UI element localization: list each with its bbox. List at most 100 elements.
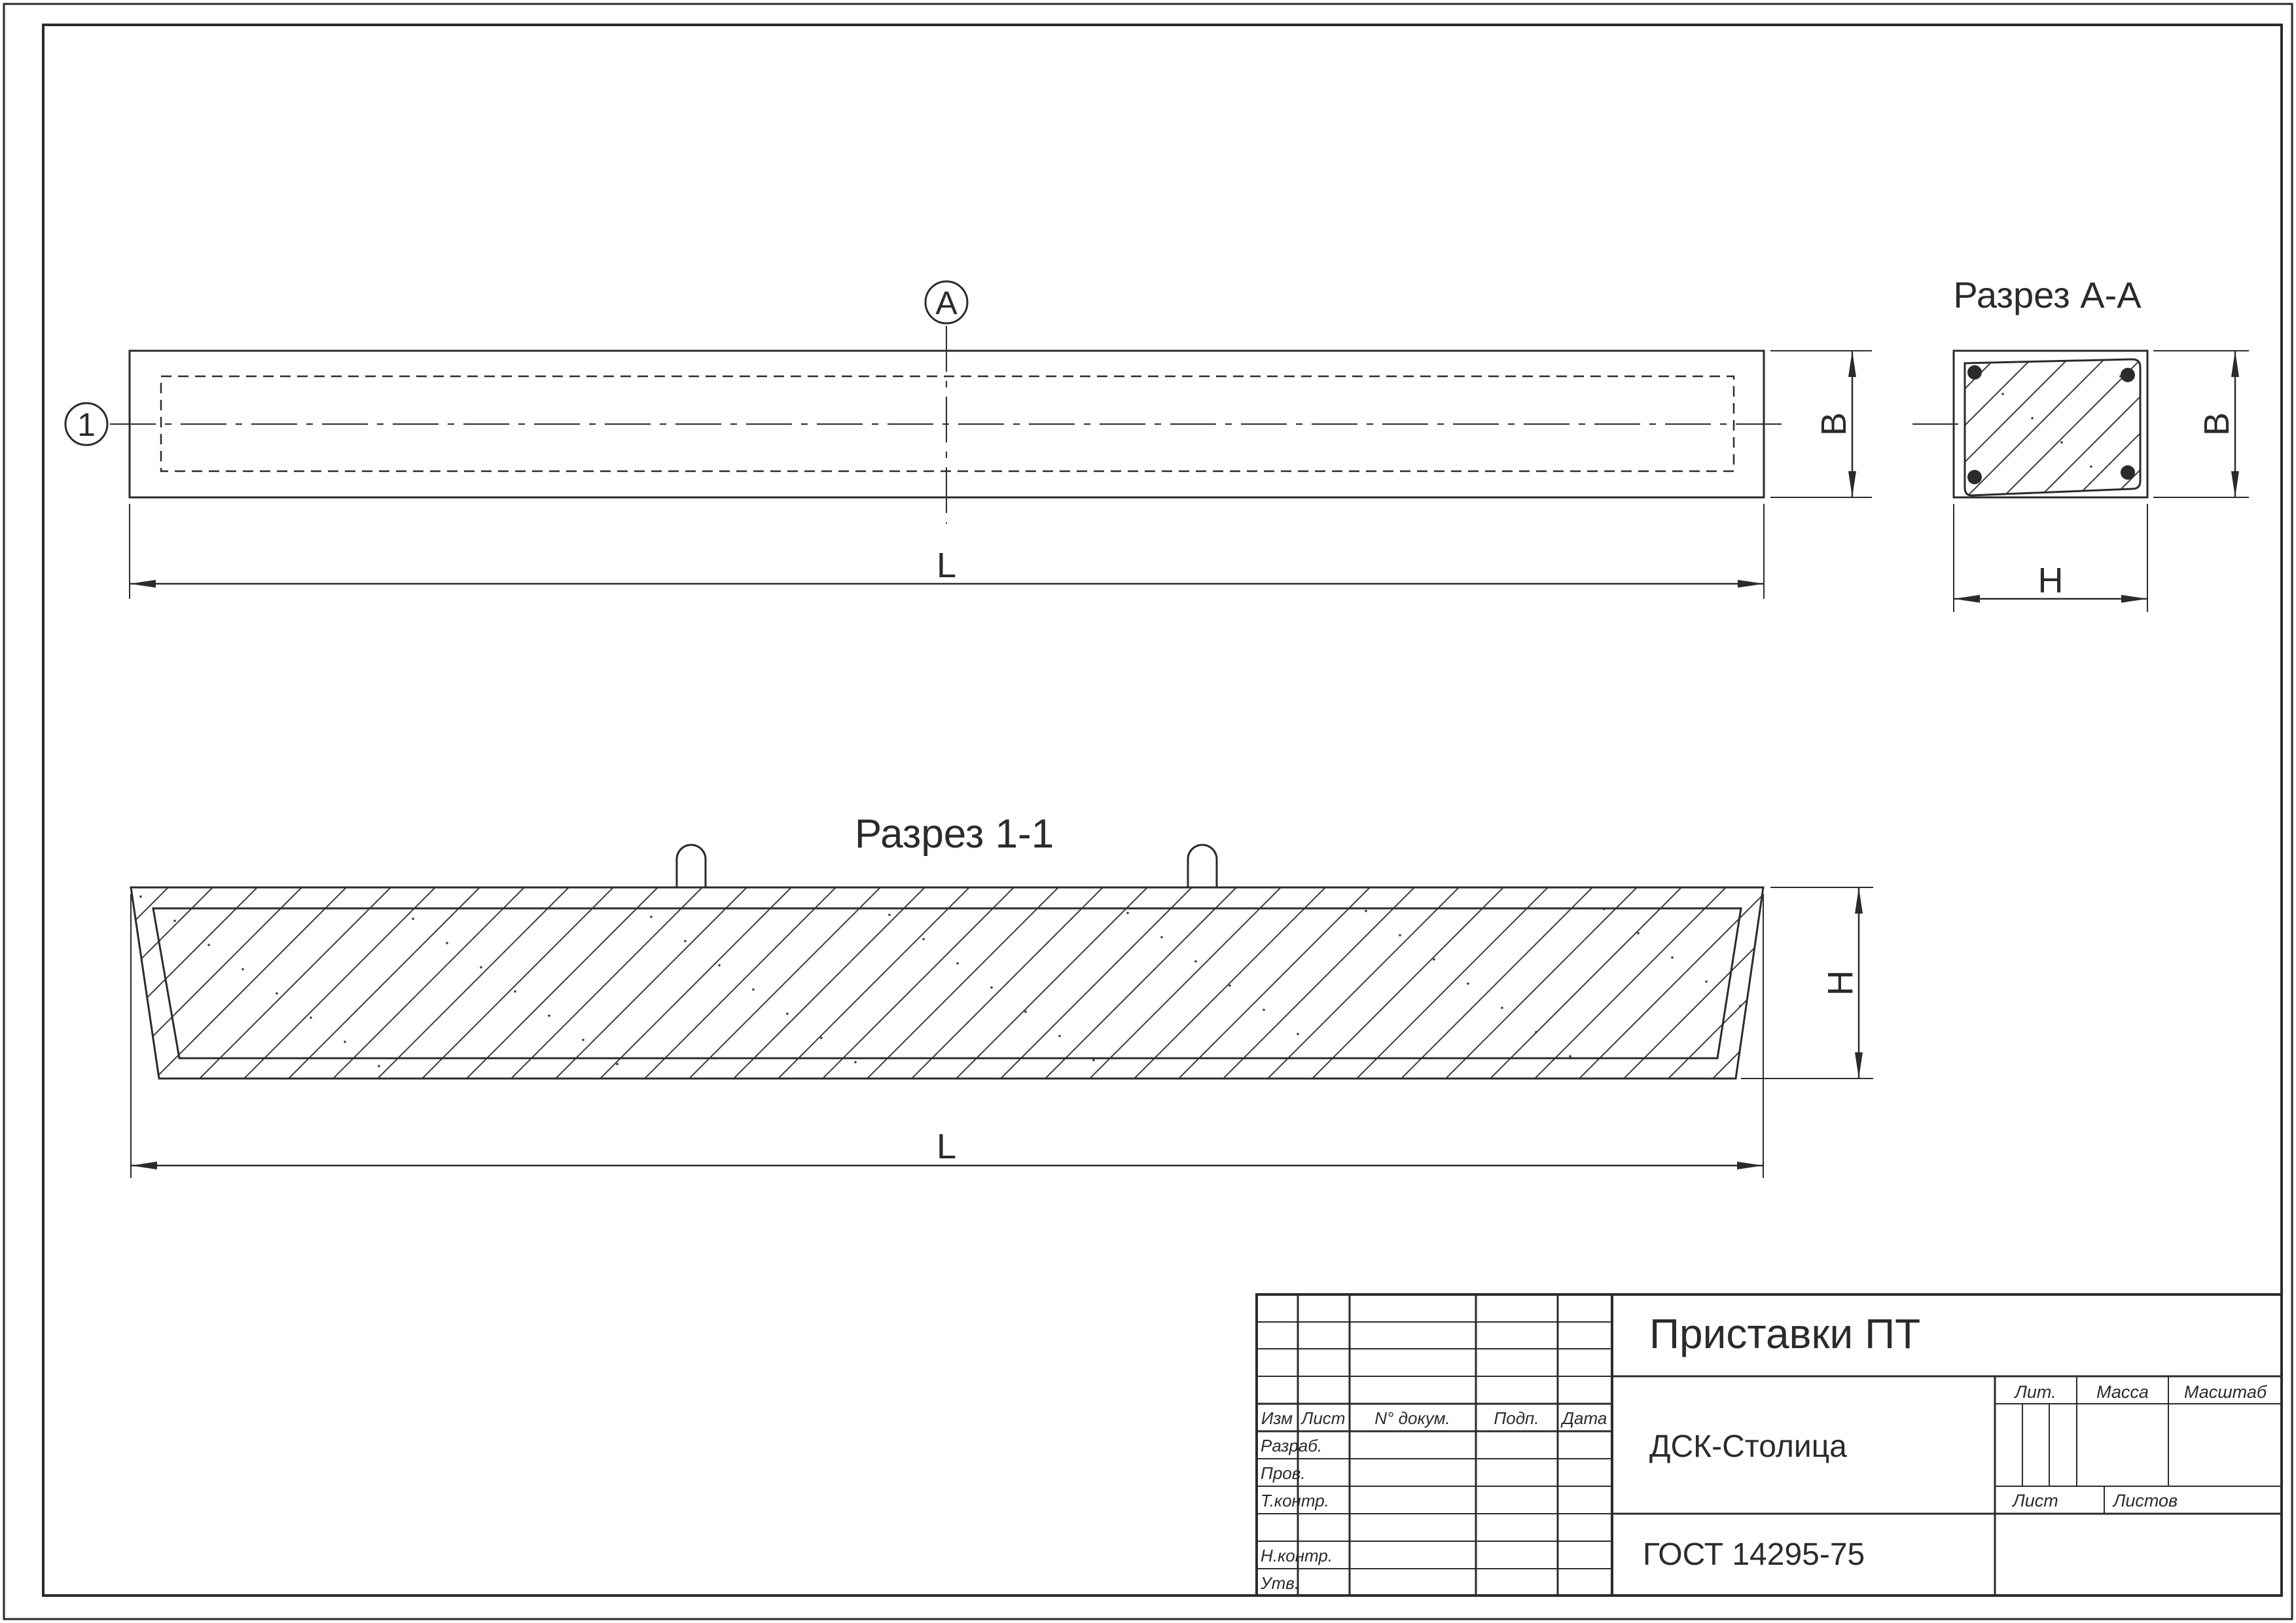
axis-marker-a-label: A (935, 285, 958, 321)
hatch-line (1965, 359, 1998, 495)
aggregate-dot (1229, 984, 1231, 987)
section-aa-outline (1952, 349, 2149, 499)
hatch-line (2112, 359, 2140, 495)
hatch-line (1965, 359, 2108, 495)
hatch-line (131, 887, 262, 1079)
aggregate-dot (412, 918, 414, 920)
aggregate-dot (207, 944, 210, 946)
hatch-line (864, 887, 1063, 1079)
aggregate-dot (548, 1014, 550, 1017)
hatch-line (953, 887, 1152, 1079)
aggregate-dot (990, 986, 993, 989)
section-11-length-label: L (937, 1127, 956, 1166)
hatch-line (641, 887, 840, 1079)
hatch-line (730, 887, 929, 1079)
rebar-bar-icon (2121, 368, 2135, 382)
section-11-outer-contour (130, 886, 1765, 1080)
hatch-line (1042, 887, 1241, 1079)
aggregate-dot (1433, 958, 1435, 961)
aggregate-dot (650, 916, 653, 918)
aggregate-dot (786, 1012, 789, 1015)
hatch-line (2075, 359, 2140, 495)
section-aa-width-label: B (2197, 412, 2236, 436)
standard-reference: ГОСТ 14295-75 (1643, 1537, 1865, 1572)
section-aa-view: Разрез А-А B H (1912, 274, 2249, 612)
aggregate-dot (1501, 1007, 1503, 1009)
aggregate-dot (854, 1061, 857, 1063)
hatch-line (0, 883, 128, 1081)
aggregate-dot (956, 962, 959, 965)
sheet-outer-border (3, 3, 2293, 1620)
role-tech-control-label: Т.контр. (1261, 1491, 1329, 1510)
aggregate-dot (1024, 1010, 1027, 1013)
scale-label: Масштаб (2184, 1382, 2267, 1402)
aggregate-dot (1467, 982, 1469, 985)
aggregate-dot (888, 914, 891, 916)
plan-hidden-contour (160, 375, 1735, 473)
rebar-bar-icon (2121, 465, 2135, 480)
hatch-line (597, 887, 796, 1079)
organization-name: ДСК-Столица (1649, 1429, 1847, 1464)
aggregate-dot (1092, 1059, 1095, 1061)
aggregate-dot (616, 1063, 619, 1065)
hatch-line (1621, 887, 1763, 1079)
hatch-line (1665, 887, 1763, 1079)
hatch-line (1265, 887, 1463, 1079)
hatch-line (374, 887, 573, 1079)
aggregate-dot (1297, 1033, 1299, 1035)
hatch-line (196, 887, 395, 1079)
hatch-line (152, 887, 351, 1079)
drawing-frame (42, 24, 2283, 1597)
section-11-title: Разрез 1-1 (855, 812, 1054, 857)
aggregate-dot (310, 1016, 312, 1019)
aggregate-dot (1160, 936, 1163, 938)
hatch-line (131, 887, 217, 1079)
aggregate-dot (1194, 960, 1197, 963)
role-norm-control-label: Н.контр. (1261, 1546, 1333, 1565)
col-list-label: Лист (1300, 1408, 1346, 1428)
hatch-line (131, 887, 306, 1079)
rebar-bar-icon (1967, 470, 1982, 484)
aggregate-dot (514, 990, 516, 993)
hatch-line (552, 887, 751, 1079)
aggregate-dot (1569, 1055, 1571, 1058)
hatch-line (1220, 887, 1419, 1079)
hatch-line (997, 887, 1196, 1079)
col-izm-label: Изм (1261, 1408, 1293, 1428)
hatch-line (686, 887, 885, 1079)
section-11-height-label: H (1821, 971, 1860, 996)
hatch-line (2039, 359, 2140, 495)
aggregate-dot (446, 942, 448, 944)
aggregate-dot (1058, 1035, 1061, 1037)
hatch-line (241, 887, 440, 1079)
hatch-line (1131, 887, 1330, 1079)
section-aa-title: Разрез А-А (1953, 274, 2142, 315)
hatch-line (285, 887, 484, 1079)
aggregate-dot (2031, 417, 2034, 419)
hatch-line (1487, 887, 1686, 1079)
section-11-inner-contour (152, 907, 1742, 1060)
hatch-line (131, 887, 173, 1079)
hatch-line (463, 887, 662, 1079)
hatch-line (1965, 359, 2071, 495)
aggregate-dot (820, 1037, 823, 1039)
plan-width-label: B (1814, 412, 1854, 436)
rebar-bar-icon (1967, 365, 1982, 380)
title-block-frame (1255, 1293, 2283, 1597)
mass-label: Масса (2096, 1382, 2149, 1402)
hatch-line (330, 887, 529, 1079)
callout-1-label: 1 (77, 406, 96, 443)
aggregate-dot (1739, 1005, 1742, 1007)
callout-1-circle (64, 402, 109, 446)
hatch-line (908, 887, 1107, 1079)
col-sign-label: Подп. (1494, 1408, 1539, 1428)
aggregate-dot (173, 919, 176, 922)
plan-length-label: L (937, 546, 956, 585)
col-date-label: Дата (1560, 1408, 1607, 1428)
hatch-line (1443, 887, 1641, 1079)
aggregate-dot (480, 966, 482, 969)
hatch-line (775, 887, 974, 1079)
aggregate-dot (2060, 441, 2063, 444)
hatch-line (1354, 887, 1552, 1079)
